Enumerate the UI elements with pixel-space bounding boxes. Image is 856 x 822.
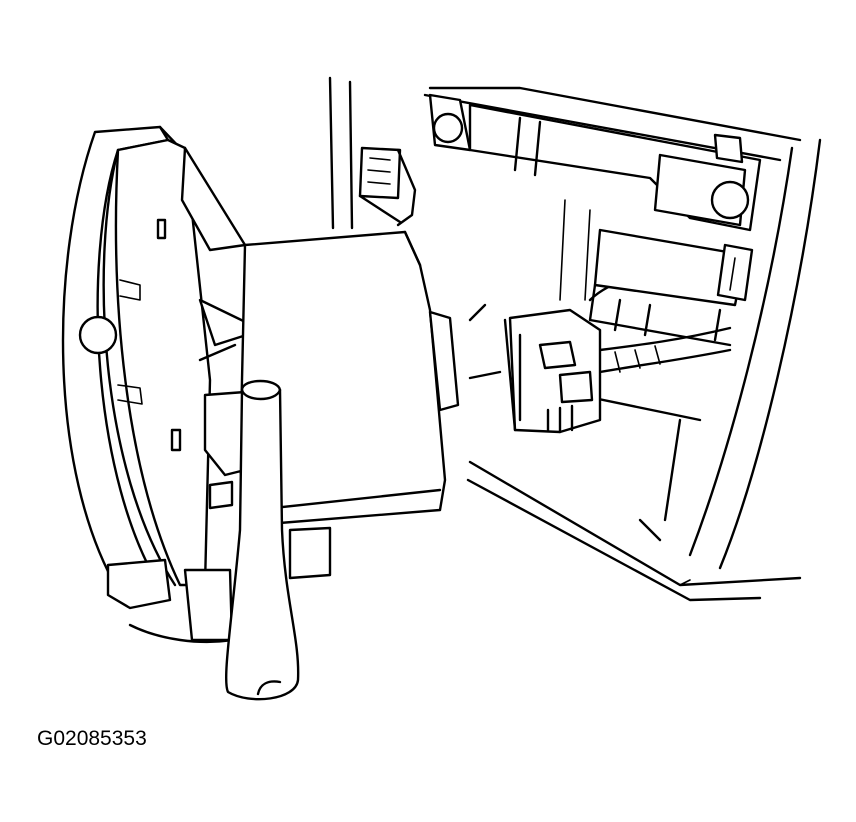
dash-panel: [328, 76, 822, 602]
figure-code-label: G02085353: [37, 727, 147, 750]
electrical-connector: [468, 303, 602, 434]
switch-bezel: [61, 125, 234, 644]
switch-body: [180, 146, 460, 580]
stalk-lever: [224, 379, 300, 701]
